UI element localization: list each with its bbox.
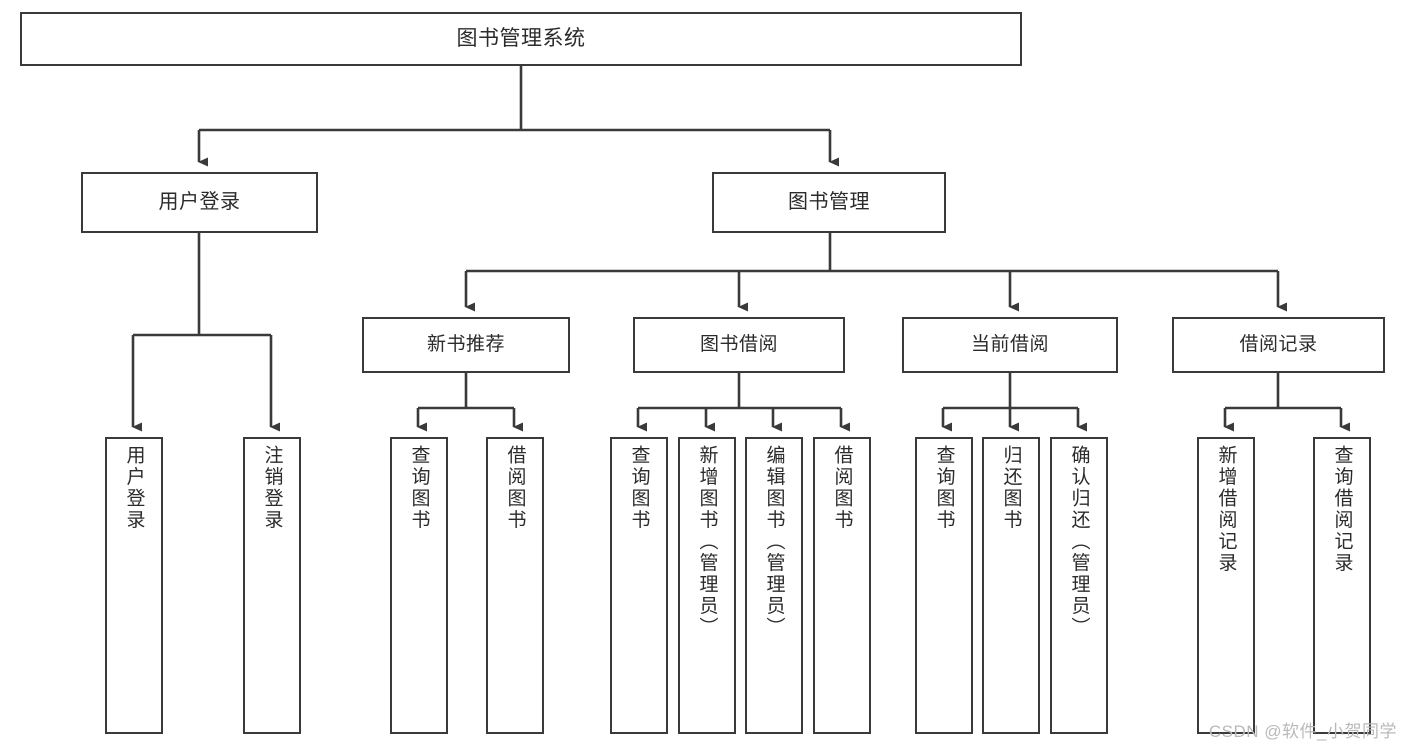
node-book-management[interactable]: 图书管理 — [712, 172, 946, 233]
node-label: 图书借阅 — [699, 333, 778, 355]
leaf-add-book-admin[interactable]: 新增图书（管理员） — [678, 437, 736, 734]
node-label: 借阅图书 — [831, 445, 853, 531]
node-label: 新增借阅记录 — [1215, 445, 1237, 574]
node-label: 图书管理 — [788, 190, 870, 213]
node-book-borrow[interactable]: 图书借阅 — [633, 317, 845, 373]
node-label: 用户登录 — [123, 445, 145, 531]
node-label: 新书推荐 — [426, 333, 505, 355]
node-root-system[interactable]: 图书管理系统 — [20, 12, 1022, 66]
node-label: 确认归还（管理员） — [1068, 445, 1090, 639]
node-label: 归还图书 — [1000, 445, 1022, 531]
leaf-confirm-return-admin[interactable]: 确认归还（管理员） — [1050, 437, 1108, 734]
leaf-user-logout[interactable]: 注销登录 — [243, 437, 301, 734]
leaf-borrow-book[interactable]: 借阅图书 — [813, 437, 871, 734]
node-new-book-recommend[interactable]: 新书推荐 — [362, 317, 570, 373]
leaf-query-book-recommend[interactable]: 查询图书 — [390, 437, 448, 734]
node-label: 注销登录 — [261, 445, 283, 531]
node-label: 借阅图书 — [504, 445, 526, 531]
node-label: 查询图书 — [408, 445, 430, 531]
watermark-text: CSDN @软件_小贺同学 — [1208, 722, 1397, 741]
leaf-user-login[interactable]: 用户登录 — [105, 437, 163, 734]
node-current-borrow[interactable]: 当前借阅 — [902, 317, 1118, 373]
node-user-login[interactable]: 用户登录 — [81, 172, 318, 233]
node-label: 查询图书 — [933, 445, 955, 531]
node-borrow-record[interactable]: 借阅记录 — [1172, 317, 1385, 373]
node-label: 借阅记录 — [1239, 333, 1318, 355]
node-label: 查询借阅记录 — [1331, 445, 1353, 574]
leaf-query-book-borrow[interactable]: 查询图书 — [610, 437, 668, 734]
node-label: 当前借阅 — [970, 333, 1049, 355]
node-label: 查询图书 — [628, 445, 650, 531]
node-label: 新增图书（管理员） — [696, 445, 718, 639]
leaf-add-borrow-record[interactable]: 新增借阅记录 — [1197, 437, 1255, 734]
leaf-query-borrow-record[interactable]: 查询借阅记录 — [1313, 437, 1371, 734]
leaf-query-book-current[interactable]: 查询图书 — [915, 437, 973, 734]
leaf-edit-book-admin[interactable]: 编辑图书（管理员） — [745, 437, 803, 734]
node-label: 编辑图书（管理员） — [763, 445, 785, 639]
node-label: 用户登录 — [158, 190, 241, 213]
node-label: 图书管理系统 — [456, 26, 586, 50]
leaf-borrow-book-recommend[interactable]: 借阅图书 — [486, 437, 544, 734]
leaf-return-book[interactable]: 归还图书 — [982, 437, 1040, 734]
